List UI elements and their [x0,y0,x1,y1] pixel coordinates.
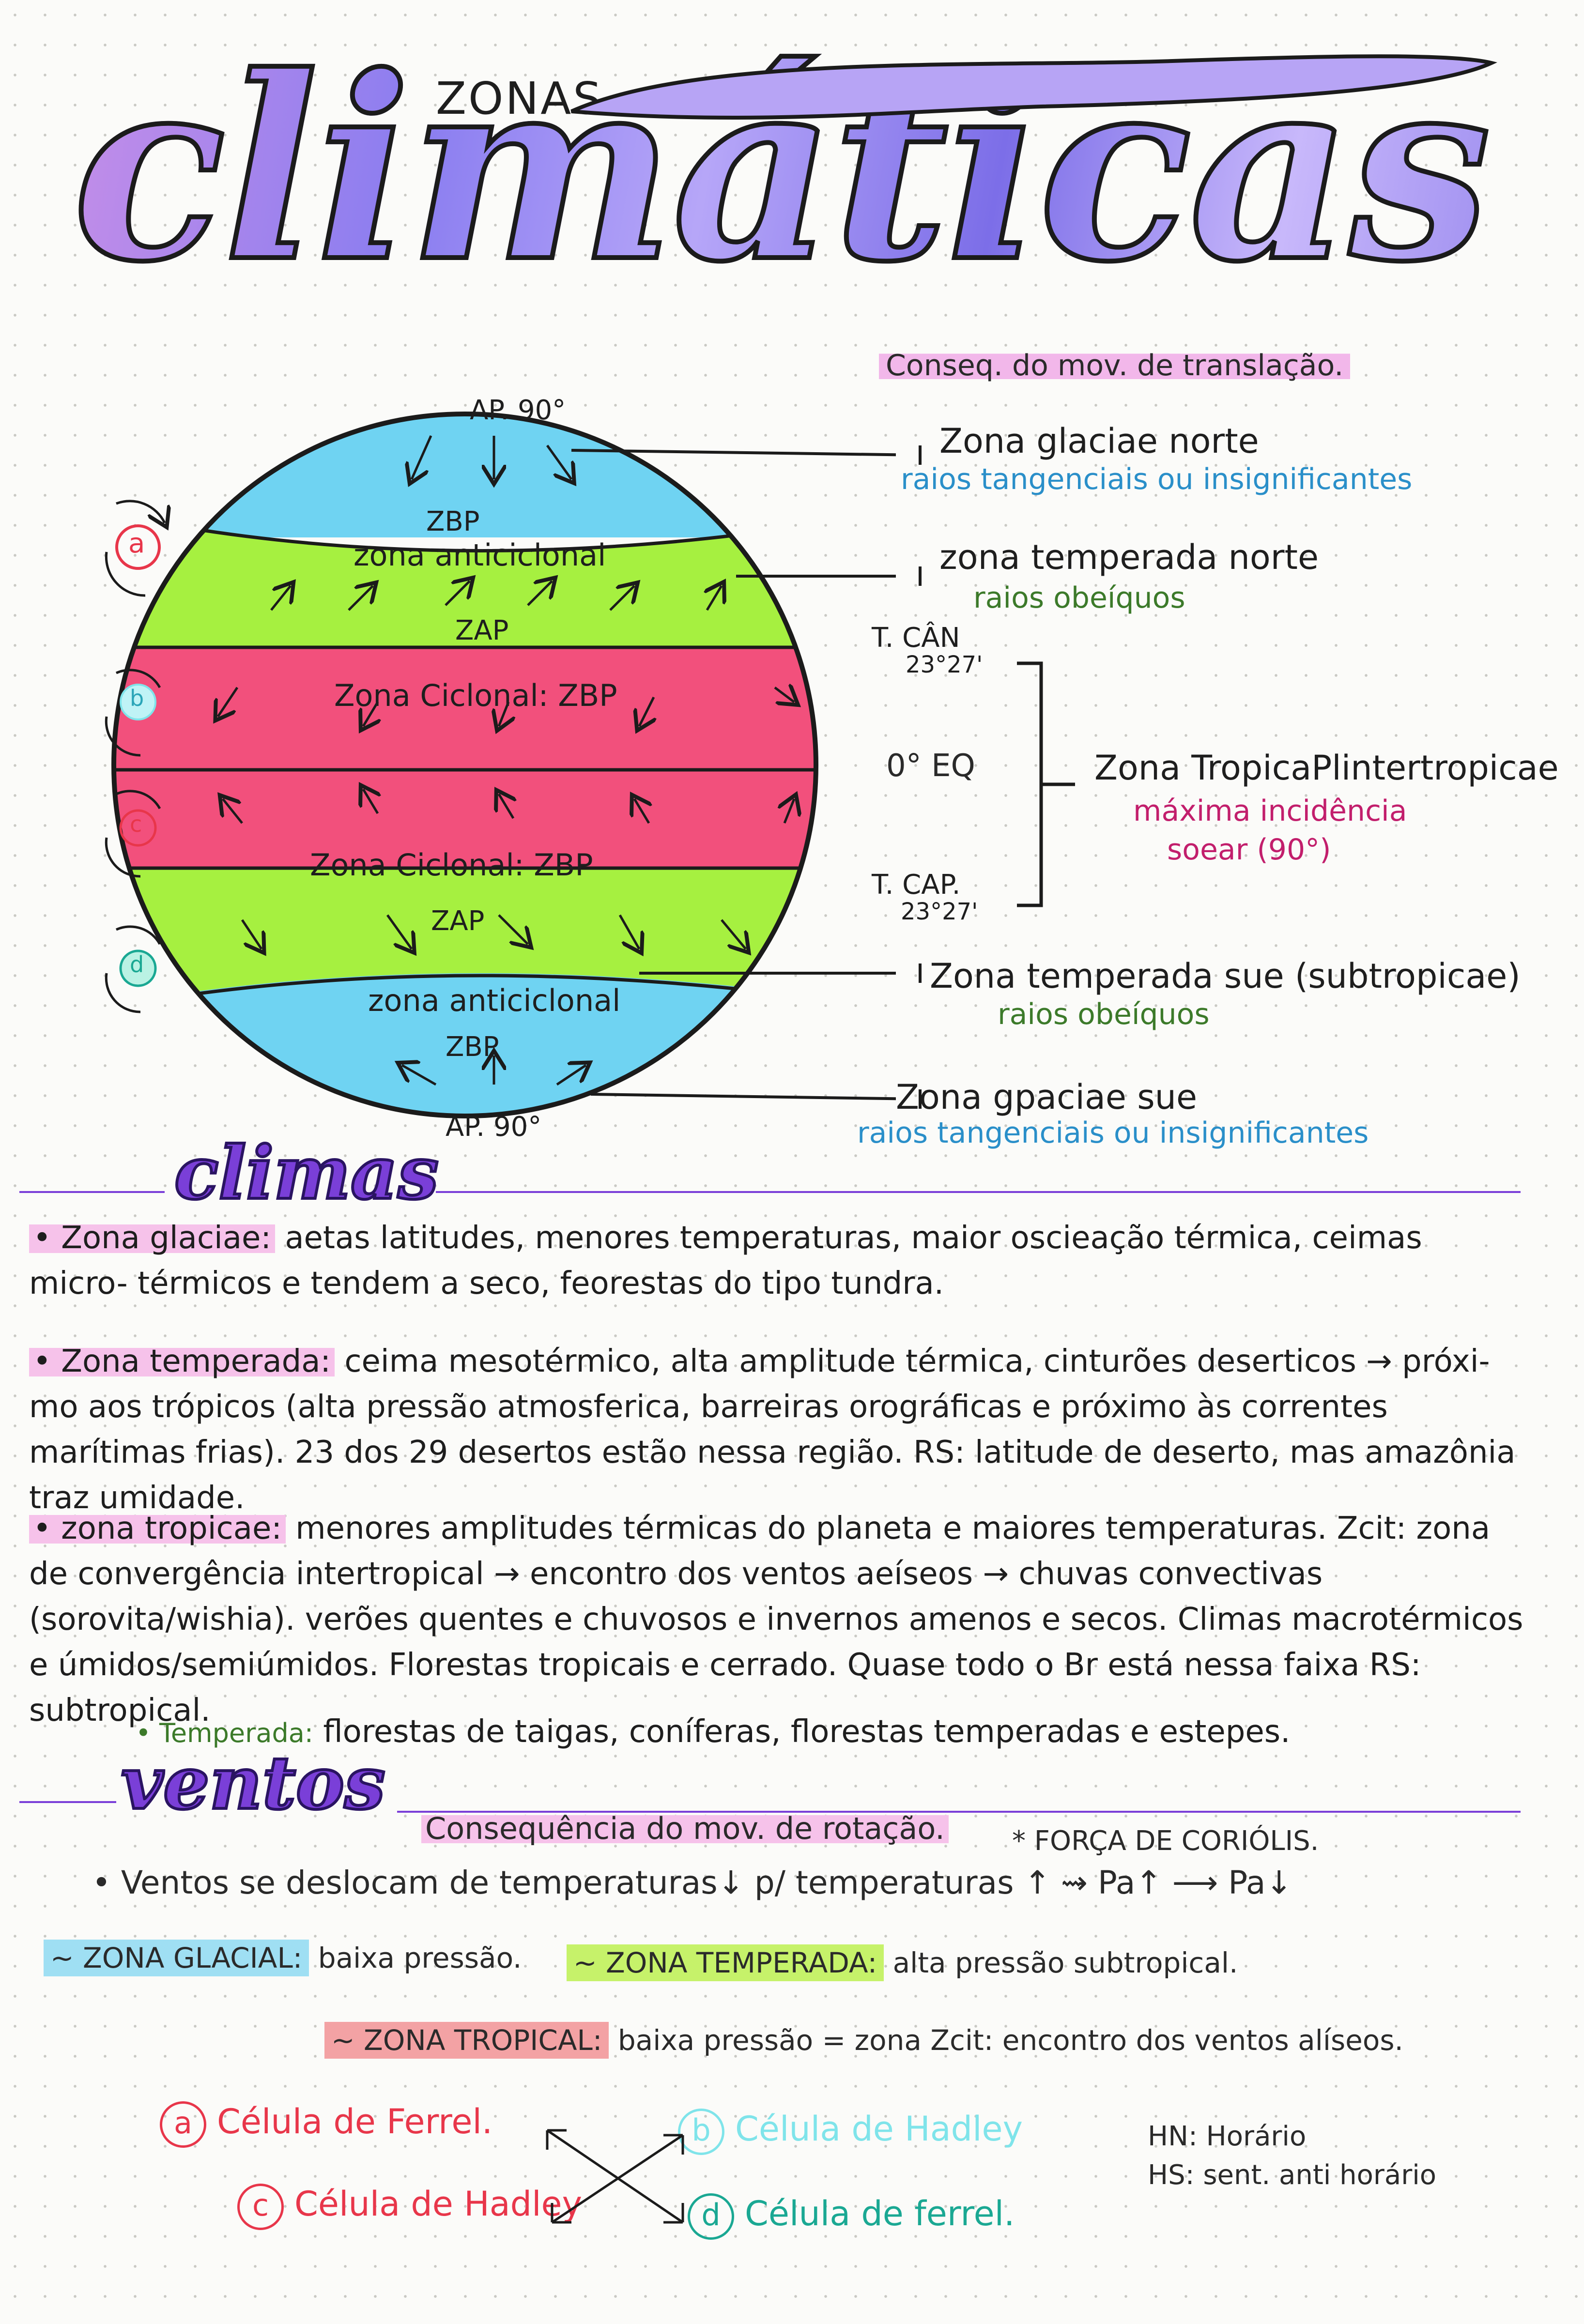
zone-glacial-north: Zona glaciae norte [939,421,1259,461]
zone-glacial-north-desc: raios tangenciais ou insignificantes [901,462,1413,496]
zone-temperate-north-desc: raios obeíquos [973,581,1185,615]
ventos-rule-right [397,1811,1521,1813]
pole-south-label: AP. 90° [446,1111,542,1143]
climas-tropical-text: menores amplitudes térmicas do planeta e… [29,1511,1523,1728]
climas-note: • Temperada: florestas de taigas, conífe… [136,1709,1492,1756]
cell-mark-c: c [130,811,142,837]
ventos-glacial: ~ ZONA GLACIAL: baixa pressão. [44,1940,522,1976]
tropic-cancer-label: T. CÂN [872,622,960,654]
climas-glacial-text: aetas latitudes, menores temperaturas, m… [29,1220,1422,1301]
tropic-capricorn-label: T. CAP. [872,869,961,901]
zone-temperate-south: Zona temperada sue (subtropicae) [930,956,1521,996]
equator-label: 0° EQ [886,748,975,784]
zone-temperate-north: zona temperada norte [939,537,1319,577]
climas-glacial-label: • Zona glaciae: [29,1220,275,1256]
zap-north-label: ZAP [455,615,509,646]
cells-cross-arrows [546,2129,684,2224]
cell-a-letter: a [160,2101,206,2148]
hn-note: HN: Horário [1148,2121,1307,2152]
title-subtitle: Conseq. do mov. de translação. [879,349,1351,382]
tropic-capricorn-degree: 23°27' [901,898,978,925]
pole-north-label: AP. 90° [470,395,566,426]
ventos-tropical: ~ ZONA TROPICAL: baixa pressão = zona Zc… [324,2022,1403,2059]
tropical-bracket [1017,661,1075,907]
anticyclone-north-label: zona anticiclonal [354,537,606,573]
cell-circulation-icons [105,500,194,1013]
cell-c-letter: c [237,2184,284,2230]
zbp-north-label: ZBP [426,506,480,537]
climas-temperada-label: • Zona temperada: [29,1344,335,1379]
cell-d-letter: d [688,2193,734,2240]
cell-b-row: b Célula de Hadley [678,2109,1023,2155]
cell-mark-b: b [130,685,144,711]
ventos-subtitle: Consequência do mov. de rotação. [421,1811,949,1846]
cell-b-text: Célula de Hadley [735,2109,1023,2149]
ventos-heading: ventos [120,1739,386,1827]
cyclone-south-label: Zona Ciclonal: ZBP [310,847,593,883]
climas-note-text: florestas de taigas, coníferas, floresta… [323,1714,1291,1750]
ventos-tropical-tag: ~ ZONA TROPICAL: [324,2022,609,2059]
cell-mark-d: d [130,951,144,978]
temperate-band-south [114,867,816,1017]
ventos-temperada-text: alta pressão subtropical. [892,1946,1238,1979]
cyclone-north-label: Zona Ciclonal: ZBP [334,678,617,713]
hs-note: HS: sent. anti horário [1148,2159,1437,2191]
zone-temperate-south-desc: raios obeíquos [998,997,1210,1031]
climas-rule-left [19,1191,165,1193]
ventos-coriolis: * FORÇA DE CORIÓLIS. [1012,1825,1319,1857]
zbp-south-label: ZBP [446,1031,499,1063]
cell-b-letter: b [678,2109,724,2155]
ventos-temperada-tag: ~ ZONA TEMPERADA: [567,1944,884,1981]
ventos-tropical-text: baixa pressão = zona Zcit: encontro dos … [617,2024,1403,2057]
climas-tropical-paragraph: • zona tropicae: menores amplitudes térm… [29,1506,1530,1733]
climas-glacial-paragraph: • Zona glaciae: aetas latitudes, menores… [29,1215,1530,1306]
ventos-temperada: ~ ZONA TEMPERADA: alta pressão subtropic… [567,1944,1238,1981]
cell-a-text: Célula de Ferrel. [217,2102,493,2141]
leader-tips [919,445,922,1109]
climas-temperada-paragraph: • Zona temperada: ceima mesotérmico, alt… [29,1339,1530,1521]
climas-rule-right [436,1191,1521,1193]
zone-tropical: Zona TropicaPlintertropicae [1094,748,1559,788]
title-kicker: ZONAS [436,73,603,124]
ventos-rule-line: • Ventos se deslocam de temperaturas↓ p/… [92,1864,1292,1901]
cell-c-text: Célula de Hadley [294,2184,583,2224]
tropic-cancer-degree: 23°27' [906,651,983,678]
zone-tropical-desc2: soear (90°) [1167,833,1331,867]
cell-mark-a: a [128,528,145,559]
cell-a-row: a Célula de Ferrel. [160,2101,492,2148]
ventos-glacial-text: baixa pressão. [318,1942,522,1974]
leader-lines [571,449,896,1101]
zone-tropical-desc: máxima incidência [1133,794,1407,828]
climas-note-label: • Temperada: [136,1718,314,1748]
zone-glacial-south-desc: raios tangenciais ou insignificantes [857,1116,1369,1150]
anticyclone-south-label: zona anticiclonal [368,983,621,1018]
ventos-glacial-tag: ~ ZONA GLACIAL: [44,1940,309,1976]
zone-glacial-south: Zona gpaciae sue [896,1077,1198,1117]
title-swoosh [570,54,1498,120]
climas-tropical-label: • zona tropicae: [29,1511,286,1546]
tropical-band [114,646,816,869]
cell-d-row: d Célula de ferrel. [688,2193,1015,2240]
zap-south-label: ZAP [431,905,485,937]
globe-diagram [111,412,896,1118]
climas-heading: climas [173,1129,440,1217]
ventos-rule-left [19,1801,116,1803]
cell-d-text: Célula de ferrel. [745,2194,1015,2233]
climas-temperada-text: ceima mesotérmico, alta amplitude térmic… [29,1344,1516,1516]
wind-arrows [218,435,794,1086]
